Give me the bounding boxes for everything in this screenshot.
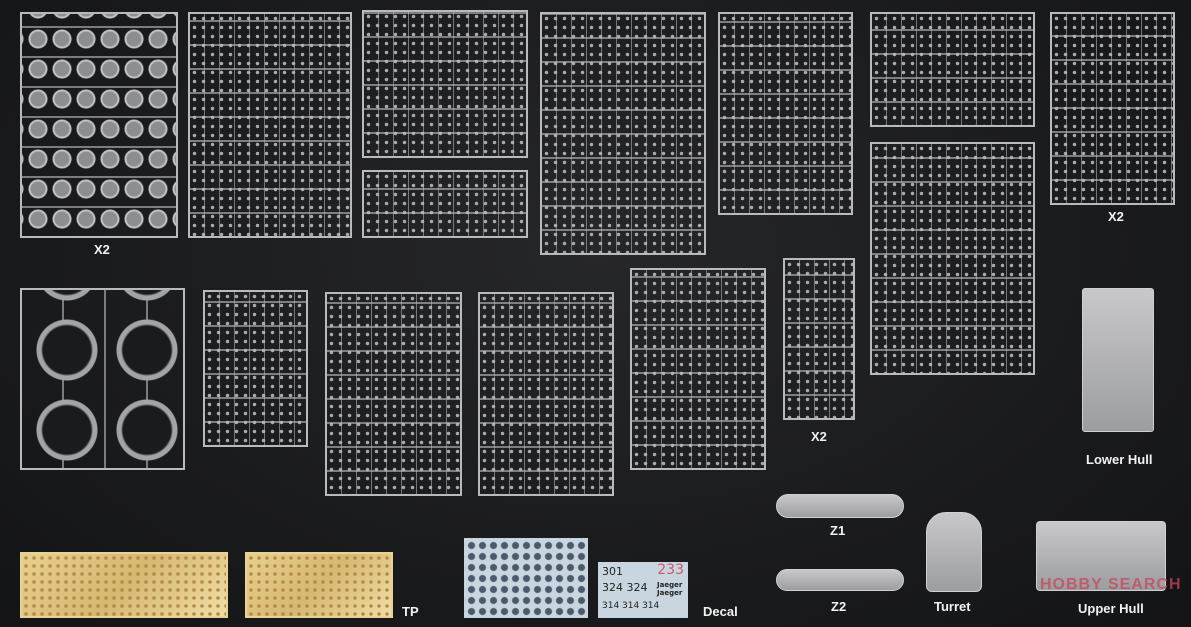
sprue-k <box>478 292 614 496</box>
sprue-i <box>203 290 308 447</box>
photo-etch-sheet-2 <box>245 552 393 618</box>
tp-label: TP <box>402 604 419 619</box>
lower-hull-part <box>1082 288 1154 432</box>
photo-etch-sheet-1 <box>20 552 228 618</box>
decal-sheet-crosses <box>464 538 588 618</box>
z1-part <box>776 494 904 518</box>
turret-label: Turret <box>934 599 971 614</box>
sprue-g <box>870 12 1035 127</box>
sprue-m <box>783 258 855 420</box>
decal-small-text: Jaeger Jaeger <box>657 581 683 597</box>
lower-hull-label: Lower Hull <box>1086 452 1153 467</box>
watermark: HOBBY SEARCH <box>1040 576 1182 593</box>
z1-label: Z1 <box>830 523 846 538</box>
sprue-l <box>630 268 766 470</box>
decal-number: 301 <box>602 565 623 578</box>
sprue-c <box>362 10 528 158</box>
z2-part <box>776 569 904 591</box>
sprue-h <box>870 142 1035 375</box>
sprue-d <box>362 170 528 238</box>
quantity-label: X2 <box>94 242 110 257</box>
quantity-label: X2 <box>811 429 827 444</box>
decal-number: 314 314 314 <box>602 601 660 611</box>
upper-hull-part <box>1036 521 1166 591</box>
sprue-tracks <box>1050 12 1175 205</box>
turret-part <box>926 512 982 592</box>
sprue-turret-parts <box>20 288 185 470</box>
sprue-j <box>325 292 462 496</box>
quantity-label: X2 <box>1108 209 1124 224</box>
decal-sheet-numbers: 301 233 324 324 Jaeger Jaeger 314 314 31… <box>598 562 688 618</box>
sprue-e <box>540 12 706 255</box>
sprue-wheels <box>20 12 178 238</box>
decal-label: Decal <box>703 604 738 619</box>
sprue-f <box>718 12 853 215</box>
upper-hull-label: Upper Hull <box>1078 601 1144 616</box>
sprue-b <box>188 12 352 238</box>
z2-label: Z2 <box>831 599 847 614</box>
decal-number: 324 324 <box>602 581 648 594</box>
decal-number-red: 233 <box>657 562 684 578</box>
